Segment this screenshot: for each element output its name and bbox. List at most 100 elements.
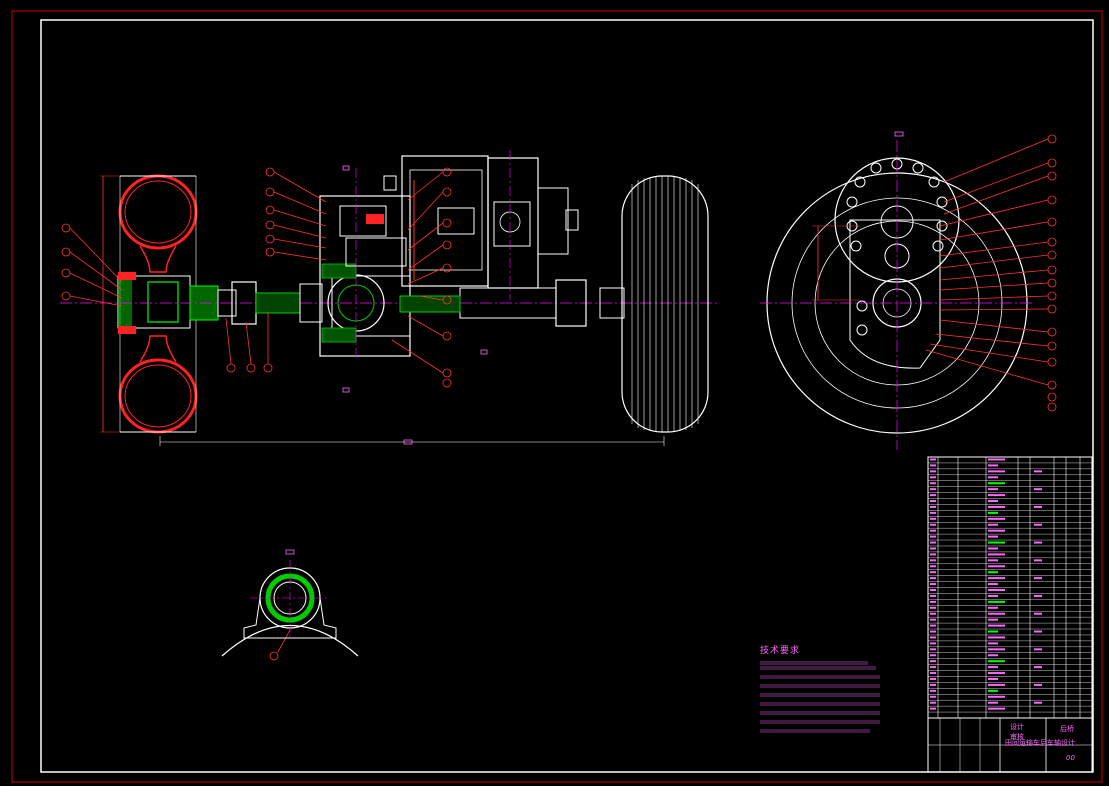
table-cell-mark [988,511,998,514]
table-cell-mark [930,535,936,538]
table-cell-mark [988,600,1005,603]
table-cell-mark [930,482,936,485]
table-cell-mark [988,571,998,574]
table-cell-mark [988,482,1005,485]
table-cell-mark [1034,701,1042,704]
technical-requirements-title: 技术要求 [760,646,801,656]
table-cell-mark [930,577,936,580]
table-cell-mark [930,606,936,609]
table-cell-mark [988,464,998,467]
table-cell-mark [988,672,1005,675]
table-cell-mark [930,458,936,461]
differential-housing [319,150,579,360]
table-cell-mark [988,648,1005,651]
table-cell-mark [988,683,1005,686]
table-cell-mark [1034,683,1042,686]
table-cell-mark [930,594,936,597]
table-cell-mark [988,523,998,526]
table-cell-mark [988,494,1005,497]
table-cell-mark [1034,541,1042,544]
title-block-label-2: 审核 [1010,733,1024,741]
parts-list-table [927,456,1093,773]
table-cell-mark [988,612,1005,615]
table-cell-mark [988,470,1005,473]
detail-view [221,560,359,657]
table-cell-mark [930,529,936,532]
table-cell-mark [930,553,936,556]
table-cell-mark [988,695,1005,698]
table-cell-mark [930,666,936,669]
left-balloons [61,167,452,661]
table-cell-mark [930,701,936,704]
table-cell-mark [988,660,1005,663]
technical-requirements-lines [760,661,880,733]
table-cell-mark [930,500,936,503]
side-view [760,140,1035,450]
table-cell-mark [988,589,1005,591]
table-cell-mark [930,488,936,491]
table-cell-mark [1034,648,1042,651]
table-cell-mark [930,494,936,497]
project-title: 田间运输车后车轴设计 [1005,739,1075,747]
table-cell-mark [988,577,1005,580]
outer-border [11,10,1103,783]
table-cell-mark [988,630,998,633]
table-cell-mark [930,464,936,467]
table-cell-mark [988,618,998,621]
table-cell-mark [1034,594,1042,597]
table-cell-mark [988,535,998,538]
table-cell-mark [930,476,936,479]
table-cell-mark [930,541,936,544]
table-cell-mark [988,606,998,609]
table-cell-mark [930,695,936,698]
table-cell-mark [930,630,936,633]
table-cell-mark [930,571,936,574]
table-cell-mark [988,666,998,669]
table-cell-mark [930,648,936,651]
inner-frame [40,19,1094,773]
table-cell-mark [930,672,936,675]
table-cell-mark [988,642,998,645]
table-cell-mark [988,553,1005,556]
table-cell-mark [988,541,1005,544]
table-cell-mark [988,654,998,657]
table-cell-mark [930,618,936,621]
table-cell-mark [988,458,1005,461]
table-cell-mark [988,505,1005,508]
table-cell-mark [930,559,936,562]
table-cell-mark [930,707,936,710]
table-cell-mark [930,642,936,645]
table-cell-mark [930,624,936,627]
table-cell-mark [988,707,1005,710]
table-cell-mark [1034,470,1042,473]
table-cell-mark [1034,559,1042,562]
table-cell-mark [988,583,998,586]
table-cell-mark [930,689,936,692]
table-cell-mark [988,517,1005,520]
sheet-number: 00 [1066,754,1075,762]
table-cell-mark [930,547,936,550]
side-balloons [925,134,1057,412]
table-cell-mark [930,612,936,615]
table-cell-mark [930,517,936,520]
drawing-name: 后桥 [1060,725,1074,733]
table-cell-mark [1034,666,1042,669]
title-block-label-1: 设计 [1010,723,1024,731]
table-cell-mark [930,660,936,663]
table-cell-mark [988,529,1005,532]
table-cell-mark [1034,505,1042,508]
table-cell-mark [1034,630,1042,633]
table-cell-mark [988,547,998,550]
table-cell-mark [930,677,936,680]
table-cell-mark [988,488,998,491]
table-cell-mark [930,683,936,686]
table-cell-mark [988,500,998,503]
table-cell-mark [930,589,936,591]
table-cell-mark [930,565,936,568]
table-cell-mark [930,600,936,603]
table-cell-mark [988,624,1005,627]
table-cell-mark [1034,523,1042,526]
table-cell-mark [930,636,936,639]
table-cell-mark [988,689,998,692]
